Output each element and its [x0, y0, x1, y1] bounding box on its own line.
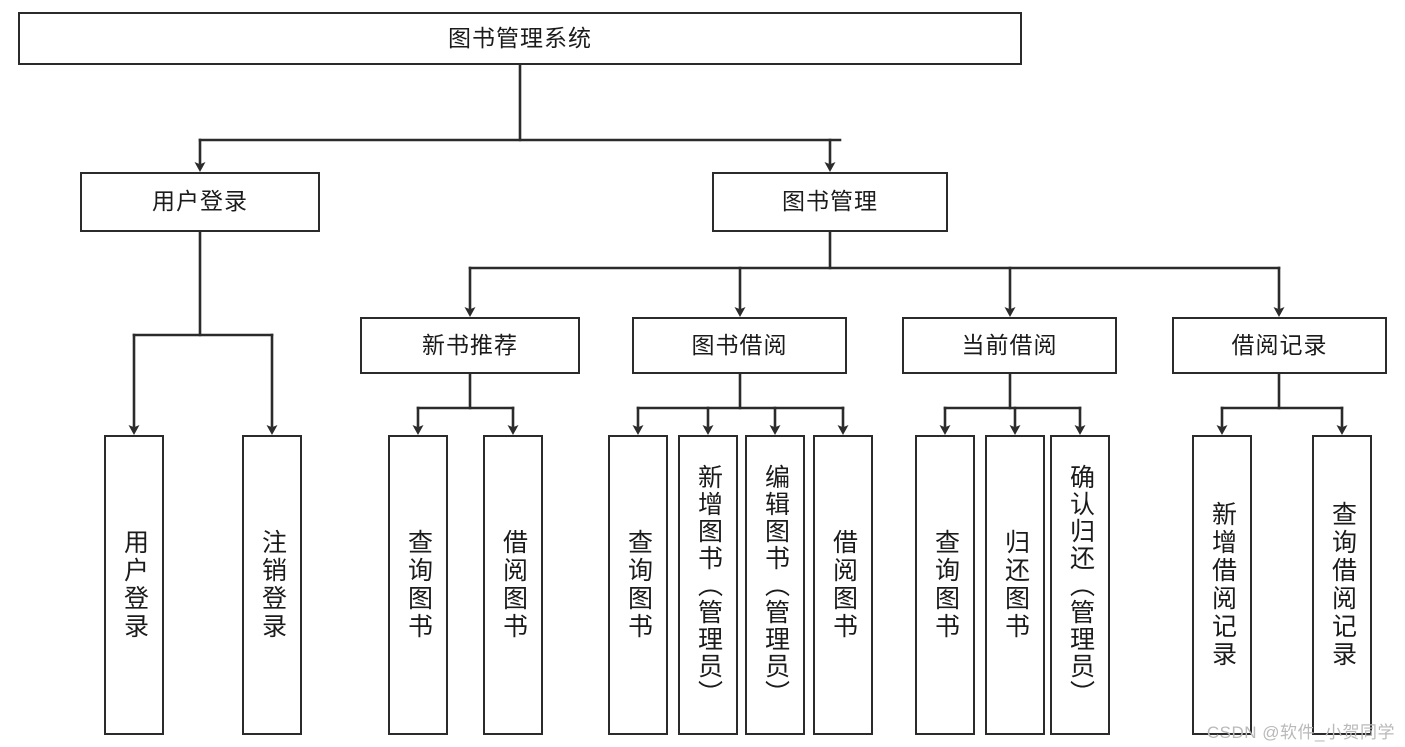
node-label: 查询图书 [931, 529, 960, 641]
node-label: 借阅图书 [499, 529, 528, 641]
node-label: 图书管理 [782, 188, 878, 215]
node-label: 用户登录 [152, 188, 248, 215]
leaf-query-book-borrow[interactable]: 查询图书 [608, 435, 668, 735]
node-label: 借阅记录 [1231, 331, 1328, 358]
leaf-add-book-admin[interactable]: 新增图书（管理员） [678, 435, 738, 735]
node-label: 查询图书 [624, 529, 653, 641]
node-label: 注销登录 [258, 529, 287, 641]
node-label: 编辑图书（管理员） [761, 463, 790, 707]
leaf-return-book[interactable]: 归还图书 [985, 435, 1045, 735]
node-label: 查询图书 [404, 529, 433, 641]
node-label: 用户登录 [120, 529, 149, 641]
node-current-borrow[interactable]: 当前借阅 [902, 317, 1117, 374]
leaf-add-borrow-record[interactable]: 新增借阅记录 [1192, 435, 1252, 735]
node-label: 确认归还（管理员） [1066, 463, 1095, 707]
node-borrow-record[interactable]: 借阅记录 [1172, 317, 1387, 374]
node-new-book-recommend[interactable]: 新书推荐 [360, 317, 580, 374]
node-label: 新增借阅记录 [1208, 501, 1237, 669]
leaf-query-borrow-record[interactable]: 查询借阅记录 [1312, 435, 1372, 735]
csdn-watermark: CSDN @软件_小贺同学 [1206, 723, 1395, 742]
leaf-borrow-book-recommend[interactable]: 借阅图书 [483, 435, 543, 735]
node-label: 借阅图书 [829, 529, 858, 641]
node-label: 图书管理系统 [448, 24, 592, 51]
node-book-management[interactable]: 图书管理 [712, 172, 948, 232]
leaf-confirm-return-admin[interactable]: 确认归还（管理员） [1050, 435, 1110, 735]
node-label: 新增图书（管理员） [694, 463, 723, 707]
node-label: 当前借阅 [961, 331, 1058, 358]
node-root-system[interactable]: 图书管理系统 [18, 12, 1022, 65]
leaf-borrow-book[interactable]: 借阅图书 [813, 435, 873, 735]
node-label: 图书借阅 [691, 331, 788, 358]
leaf-user-login[interactable]: 用户登录 [104, 435, 164, 735]
node-label: 新书推荐 [422, 331, 518, 358]
leaf-query-book-recommend[interactable]: 查询图书 [388, 435, 448, 735]
node-book-borrow[interactable]: 图书借阅 [632, 317, 847, 374]
node-user-login[interactable]: 用户登录 [80, 172, 320, 232]
leaf-logout[interactable]: 注销登录 [242, 435, 302, 735]
leaf-edit-book-admin[interactable]: 编辑图书（管理员） [745, 435, 805, 735]
leaf-query-book-current[interactable]: 查询图书 [915, 435, 975, 735]
node-label: 归还图书 [1001, 529, 1030, 641]
node-label: 查询借阅记录 [1328, 501, 1357, 669]
